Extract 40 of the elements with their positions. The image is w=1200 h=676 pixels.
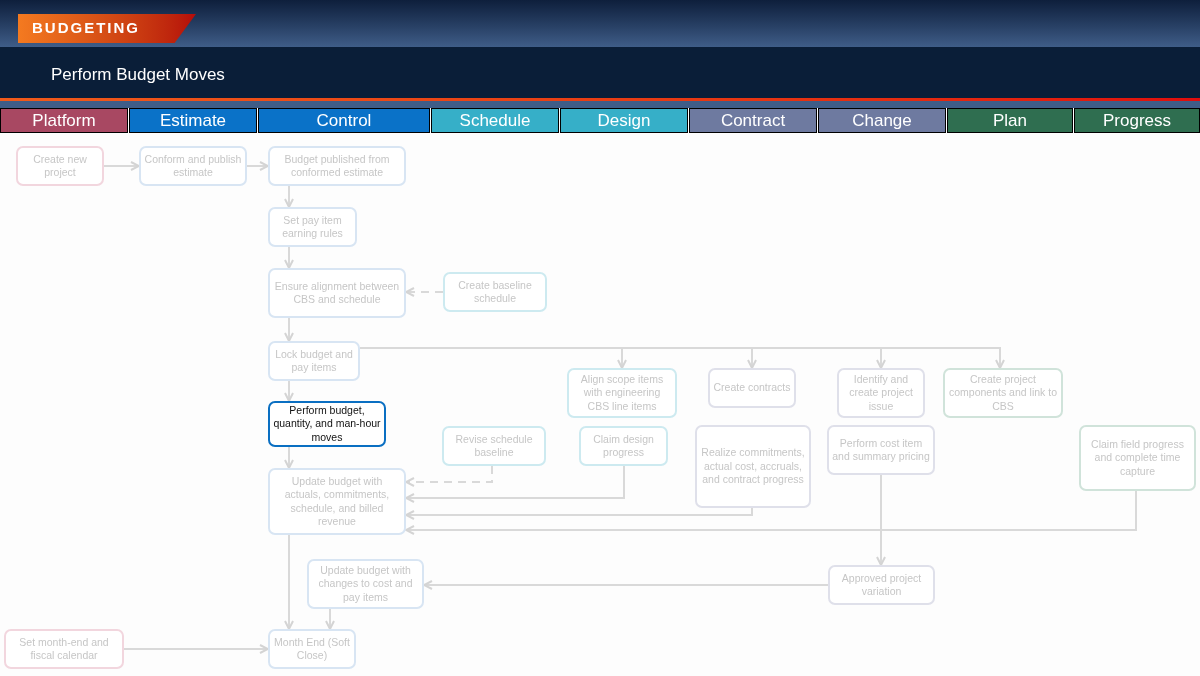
page-title: Perform Budget Moves: [51, 64, 225, 86]
lane-header: Contract: [689, 108, 817, 133]
arrow: [284, 446, 294, 469]
faded-step-box: Revise schedule baseline: [442, 426, 546, 466]
arrow: [284, 246, 294, 269]
arrow: [325, 608, 335, 630]
arrow: [405, 507, 753, 520]
arrow: [246, 161, 269, 171]
faded-step-box: Create baseline schedule: [443, 272, 547, 312]
faded-step-box: Update budget with actuals, commitments, schedule, and billed revenue: [268, 468, 406, 535]
lane-header: Progress: [1074, 108, 1200, 133]
lane-header: Platform: [0, 108, 128, 133]
faded-step-box: Approved project variation: [828, 565, 935, 605]
arrow: [284, 534, 294, 630]
lane-header: Schedule: [431, 108, 559, 133]
section-badge: BUDGETING: [18, 14, 196, 43]
arrow: [123, 644, 269, 654]
highlighted-step-box: Perform budget, quantity, and man-hour moves: [268, 401, 386, 447]
arrow: [405, 465, 625, 503]
faded-step-box: Ensure alignment between CBS and schedule: [268, 268, 406, 318]
arrow: [103, 161, 140, 171]
arrow: [876, 474, 886, 566]
arrow: [284, 380, 294, 402]
lane-header: Plan: [947, 108, 1073, 133]
faded-step-box: Month End (Soft Close): [268, 629, 356, 669]
dashed-arrow: [405, 465, 493, 487]
faded-step-box: Claim design progress: [579, 426, 668, 466]
arrow: [423, 580, 829, 590]
lane-header: Control: [258, 108, 430, 133]
faded-step-box: Create new project: [16, 146, 104, 186]
arrow: [284, 317, 294, 342]
lane-header: Design: [560, 108, 688, 133]
arrow: [405, 490, 1137, 535]
dashed-arrow: [405, 287, 444, 297]
arrow: [284, 185, 294, 208]
faded-step-box: Realize commitments, actual cost, accruals, and contract progress: [695, 425, 811, 508]
faded-step-box: Create project components and link to CBS: [943, 368, 1063, 418]
lane-header: Change: [818, 108, 946, 133]
lane-header: Estimate: [129, 108, 257, 133]
faded-step-box: Create contracts: [708, 368, 796, 408]
